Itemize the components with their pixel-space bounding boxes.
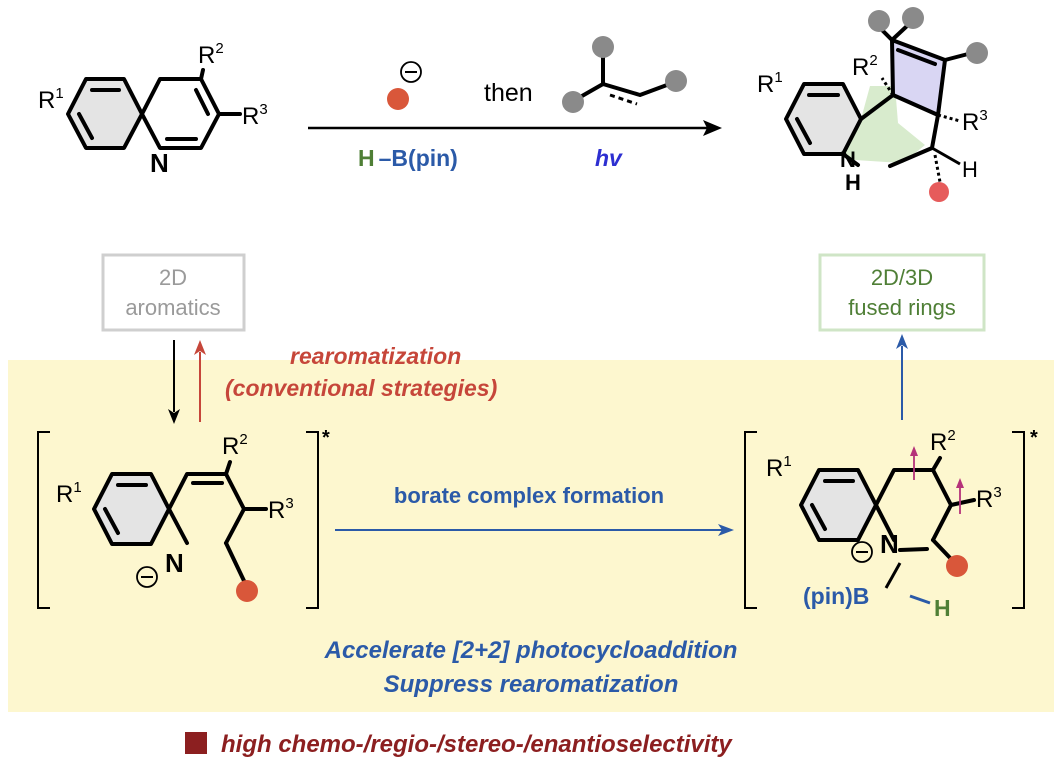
rearomatization-label: rearomatization [290, 343, 461, 369]
fused-rings-box [818, 253, 986, 332]
r1-label: R1 [38, 85, 64, 114]
fused-rings-box-line1: 2D/3D [871, 265, 933, 290]
down-arrow [168, 340, 180, 424]
product-r2-label: R2 [852, 52, 878, 81]
pinb-label: (pin)B [803, 583, 869, 609]
r3-label: R3 [242, 101, 268, 130]
excited-star-right: * [1030, 427, 1038, 449]
borate-n-label: N [880, 529, 899, 559]
footer-label: high chemo-/regio-/stereo-/enantioselect… [221, 731, 733, 758]
borate-r2-label: R2 [930, 427, 956, 456]
aromatics-box [101, 253, 246, 332]
then-label: then [484, 79, 533, 107]
product-structure: N H H R1 R2 R3 [757, 7, 988, 202]
left-bracket-open [37, 431, 50, 609]
fused-rings-box-line2: fused rings [848, 295, 956, 320]
r2-label: R2 [198, 40, 224, 69]
top-reaction-arrow [308, 120, 722, 136]
h-label: H [962, 157, 978, 182]
nh-h-label: H [845, 170, 861, 195]
hb-label: H–B(pin) [358, 145, 458, 171]
borate-arrow [335, 524, 734, 536]
anion-r2-label: R2 [222, 431, 248, 460]
negative-charge-circle [400, 61, 422, 83]
borate-r1-label: R1 [766, 453, 792, 482]
nucleophile-dot [387, 88, 409, 110]
product-r1-label: R1 [757, 69, 783, 98]
anion-r1-label: R1 [56, 479, 82, 508]
anion-r3-label: R3 [268, 495, 294, 524]
rearomatization-arrow [194, 340, 206, 422]
quinoline-top: N R1 R2 R3 [38, 40, 268, 178]
anion-n-label: N [165, 548, 184, 578]
nitrogen-label: N [150, 148, 169, 178]
aromatics-box-line1: 2D [159, 265, 187, 290]
borate-label: borate complex formation [394, 483, 664, 508]
accelerate-label: Accelerate [2+2] photocycloaddition [324, 637, 738, 664]
conventional-strategies-label: (conventional strategies) [225, 375, 497, 401]
anion-intermediate: N R1 R2 R3 [56, 431, 294, 602]
aromatics-box-line2: aromatics [125, 295, 220, 320]
borate-complex: N (pin)B H R1 R2 R3 [766, 427, 1002, 621]
borate-h-label: H [934, 595, 951, 621]
borate-r3-label: R3 [976, 484, 1002, 513]
right-bracket-open [744, 431, 757, 609]
alkene-reagent [562, 36, 687, 113]
suppress-label: Suppress rearomatization [384, 671, 679, 698]
nh-n-label: N [840, 147, 856, 172]
hv-label: hv [595, 145, 623, 171]
product-r3-label: R3 [962, 107, 988, 136]
excited-star-left: * [322, 427, 330, 449]
left-bracket-close [306, 431, 319, 609]
footer-square-bullet [185, 732, 207, 754]
right-bracket-close [1012, 431, 1025, 609]
up-arrow-right [896, 334, 908, 420]
